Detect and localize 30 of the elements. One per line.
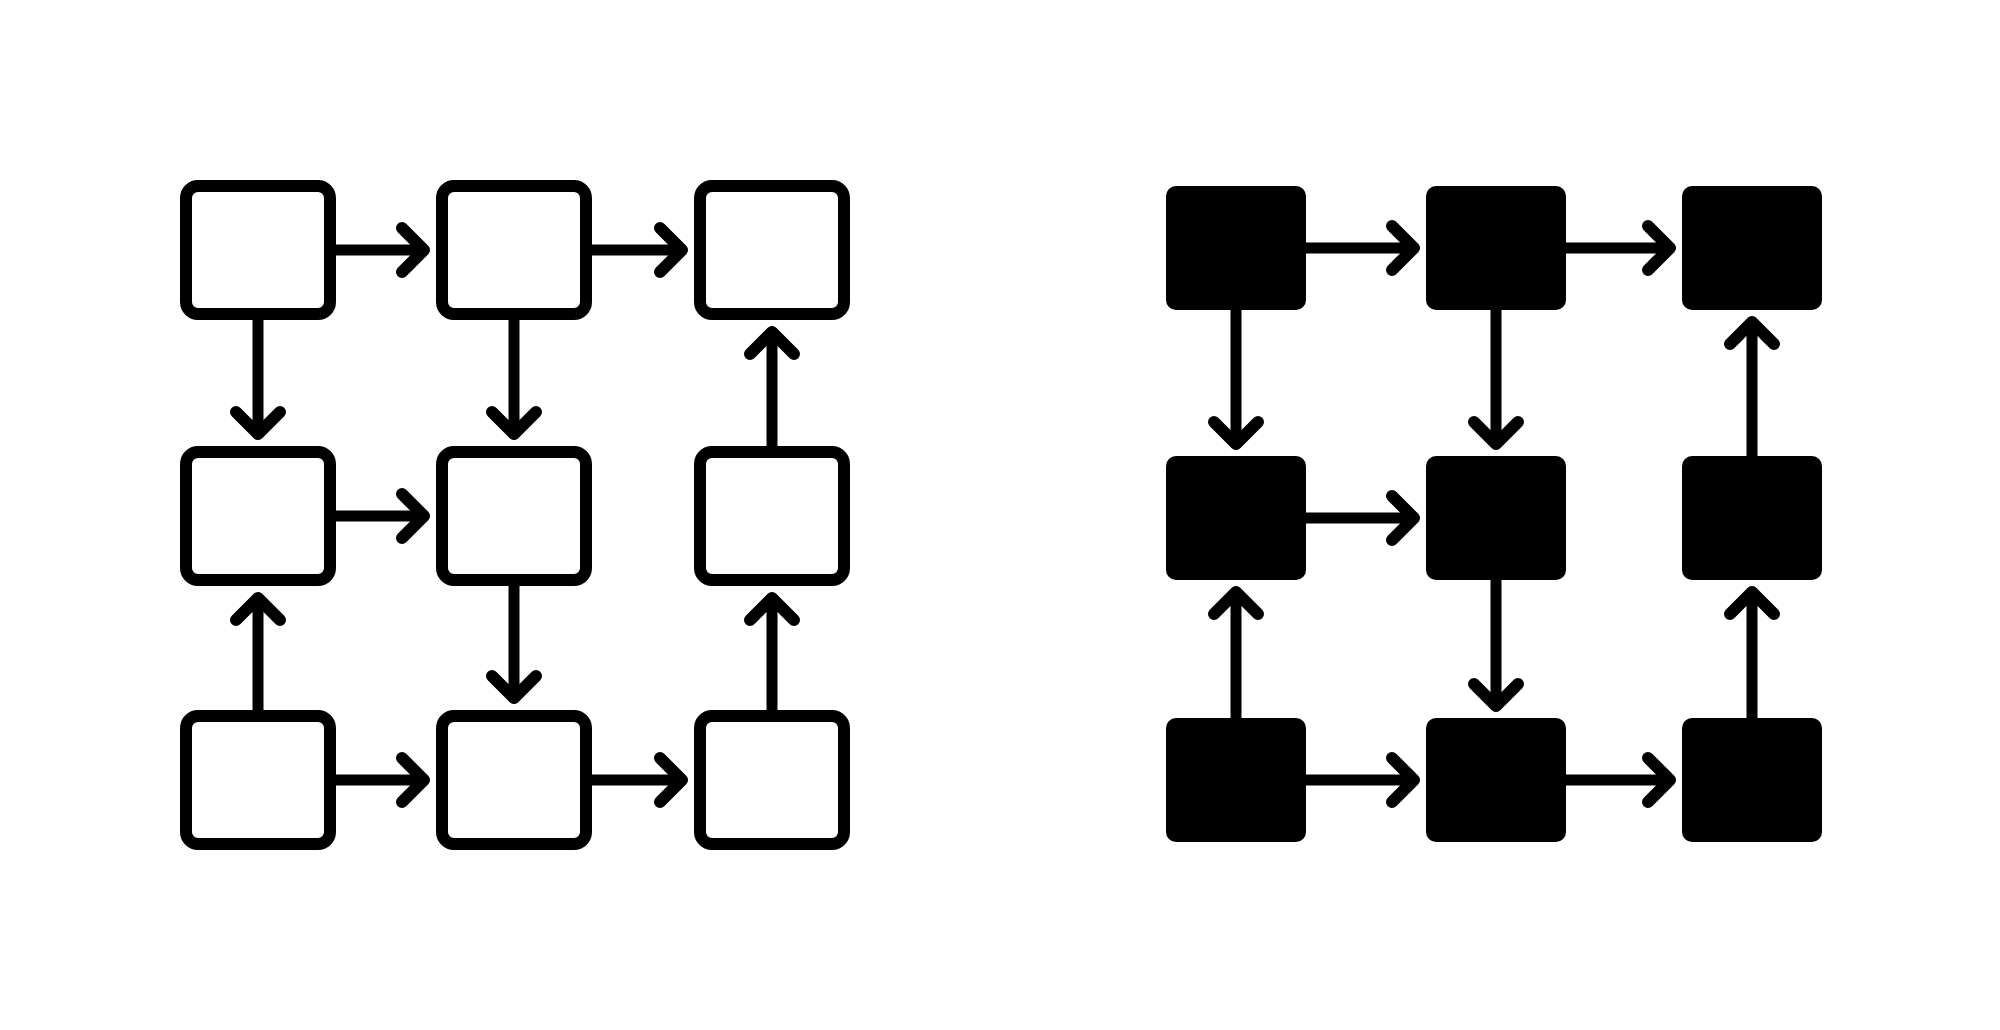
filled-box (1166, 456, 1306, 580)
outlined-box (180, 180, 336, 320)
filled-box (1682, 718, 1822, 842)
outlined-box (694, 710, 850, 850)
arrow (1468, 574, 1524, 712)
arrow (230, 314, 286, 440)
filled-box (1166, 718, 1306, 842)
outlined-box (436, 446, 592, 586)
filled-box (1166, 186, 1306, 310)
outlined-box (436, 180, 592, 320)
filled-box (1682, 186, 1822, 310)
arrow (230, 592, 286, 716)
arrow (1724, 316, 1780, 462)
outlined-box (180, 446, 336, 586)
arrow (486, 314, 542, 440)
arrow (1724, 586, 1780, 724)
arrow (744, 326, 800, 452)
arrow (1208, 586, 1264, 724)
outlined-box (694, 446, 850, 586)
filled-box (1682, 456, 1822, 580)
filled-box (1426, 186, 1566, 310)
outlined-box (694, 180, 850, 320)
arrow (1468, 304, 1524, 450)
outlined-box (180, 710, 336, 850)
filled-box (1426, 718, 1566, 842)
arrow (1208, 304, 1264, 450)
outlined-box (436, 710, 592, 850)
arrow (744, 592, 800, 716)
arrow (486, 580, 542, 704)
filled-box (1426, 456, 1566, 580)
